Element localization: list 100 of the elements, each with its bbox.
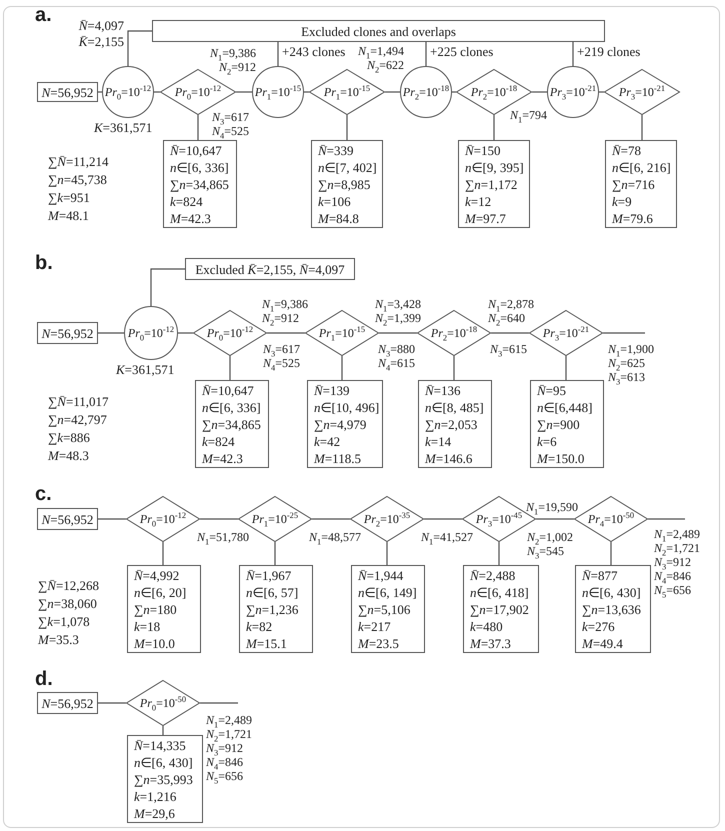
result-line: M=29,6 bbox=[134, 804, 175, 822]
result-line: M=42.3 bbox=[202, 450, 243, 466]
connector-line bbox=[424, 518, 462, 520]
result-line: N̄=10,647 bbox=[202, 382, 254, 398]
result-box bbox=[239, 565, 313, 653]
result-box bbox=[307, 380, 383, 468]
count-label: N$_{1}$=3,428 bbox=[375, 297, 421, 311]
population-label: N=56,952 bbox=[42, 84, 94, 100]
result-line: ∑n=17,902 bbox=[470, 600, 529, 618]
threshold-label: Pr$_{0}$=10$^{-12}$ bbox=[206, 324, 254, 342]
panel-letter: c. bbox=[35, 483, 52, 505]
count-label: N$_{1}$=19,590 bbox=[526, 500, 578, 514]
threshold-label: Pr$_{4}$=10$^{-50}$ bbox=[588, 510, 634, 528]
count-label: N$_{1}$=1,900 bbox=[608, 342, 654, 356]
result-line: n∈[6, 430] bbox=[134, 754, 193, 770]
count-label: N$_{4}$=525 bbox=[212, 124, 249, 138]
result-line: n∈[6, 336] bbox=[202, 398, 261, 416]
input-box bbox=[37, 508, 98, 530]
exclusion-box bbox=[185, 258, 355, 280]
result-line: M=146.6 bbox=[425, 450, 472, 466]
result-box bbox=[127, 565, 201, 653]
beside-label: K=361,571 bbox=[94, 120, 152, 136]
summary-label: ∑k=1,078 bbox=[38, 613, 91, 631]
result-line: n∈[7, 402] bbox=[318, 158, 377, 176]
count-label: N$_{4}$=525 bbox=[263, 356, 300, 370]
result-line: ∑n=1,172 bbox=[465, 176, 518, 192]
connector-line bbox=[127, 30, 152, 66]
result-line: N̄=877 bbox=[582, 566, 618, 584]
result-line: ∑n=900 bbox=[537, 416, 580, 432]
threshold-label: Pr$_{0}$=10$^{-12}$ bbox=[104, 84, 152, 100]
filter-circle bbox=[124, 306, 178, 360]
count-label: N$_{3}$=880 bbox=[378, 342, 415, 356]
decision-diamond bbox=[529, 310, 603, 356]
exclusion-title: Excluded K̄=2,155, N̄=4,097 bbox=[195, 260, 345, 278]
result-line: ∑n=34,865 bbox=[202, 416, 261, 432]
result-line: M=37.3 bbox=[470, 634, 511, 652]
result-line: M=49.4 bbox=[582, 634, 623, 652]
count-label: N$_{1}$=1,494 bbox=[357, 44, 404, 58]
connector-line bbox=[200, 518, 238, 520]
result-line: n∈[6, 216] bbox=[612, 158, 671, 176]
result-line: k=18 bbox=[134, 618, 160, 634]
connector-line bbox=[603, 332, 645, 334]
threshold-label: Pr$_{3}$=10$^{-21}$ bbox=[550, 84, 596, 100]
result-line: ∑n=1,236 bbox=[246, 600, 298, 618]
count-label: N$_{1}$=2,878 bbox=[488, 297, 534, 311]
count-label: N$_{2}$=625 bbox=[608, 356, 646, 370]
exclusion-title: Excluded clones and overlaps bbox=[301, 22, 456, 40]
result-line: M=10.0 bbox=[134, 634, 175, 652]
threshold-label: Pr$_{2}$=10$^{-18}$ bbox=[470, 84, 518, 100]
decision-diamond bbox=[309, 69, 385, 115]
summary-label: ∑N̄=11,017 bbox=[48, 393, 109, 411]
count-label: N$_{1}$=41,527 bbox=[421, 530, 473, 544]
result-line: M=42.3 bbox=[170, 210, 211, 226]
connector-line bbox=[536, 518, 574, 520]
count-label: N$_{2}$=622 bbox=[367, 58, 404, 72]
result-line: M=79.6 bbox=[612, 210, 653, 226]
result-line: N̄=150 bbox=[465, 142, 501, 158]
result-line: k=217 bbox=[358, 618, 391, 634]
connector-line bbox=[178, 332, 193, 334]
result-line: k=106 bbox=[318, 192, 351, 210]
count-label: N$_{5}$=656 bbox=[206, 769, 244, 783]
summary-label: ∑n=42,797 bbox=[48, 411, 108, 429]
summary-label: M=35.3 bbox=[38, 631, 80, 649]
count-label: N$_{1}$=51,780 bbox=[197, 530, 249, 544]
connector-line bbox=[565, 356, 567, 380]
connector-line bbox=[425, 42, 427, 66]
result-line: n∈[6, 57] bbox=[246, 584, 298, 600]
connector-line bbox=[312, 518, 350, 520]
connector-line bbox=[150, 268, 185, 306]
result-line: k=824 bbox=[170, 192, 203, 210]
result-line: k=42 bbox=[314, 432, 340, 450]
result-line: ∑n=13,636 bbox=[582, 600, 641, 618]
population-label: N=56,952 bbox=[42, 694, 94, 712]
connector-line bbox=[379, 332, 417, 334]
count-label: N$_{2}$=1,002 bbox=[527, 530, 573, 544]
count-label: N$_{3}$=615 bbox=[490, 342, 527, 356]
connector-line bbox=[610, 542, 612, 565]
count-label: N$_{3}$=912 bbox=[206, 741, 244, 755]
connector-line bbox=[162, 542, 164, 565]
summary-label: ∑k=951 bbox=[48, 189, 91, 207]
result-box bbox=[530, 380, 604, 468]
threshold-label: Pr$_{2}$=10$^{-18}$ bbox=[402, 84, 450, 100]
connector-line bbox=[341, 356, 343, 380]
count-label: N$_{1}$=2,489 bbox=[654, 527, 700, 541]
result-box bbox=[463, 565, 539, 653]
input-box bbox=[37, 82, 98, 102]
result-line: k=82 bbox=[246, 618, 272, 634]
count-label: N$_{2}$=1,721 bbox=[654, 541, 700, 555]
result-line: n∈[6, 336] bbox=[170, 158, 229, 176]
threshold-label: Pr$_{0}$=10$^{-50}$ bbox=[140, 694, 186, 712]
result-line: ∑n=180 bbox=[134, 600, 177, 618]
count-label: N$_{3}$=617 bbox=[263, 342, 300, 356]
connector-line bbox=[453, 356, 455, 380]
result-line: n∈[6, 430] bbox=[582, 584, 641, 600]
result-box bbox=[311, 140, 383, 228]
summary-label: ∑N̄=12,268 bbox=[38, 577, 100, 595]
connector-line bbox=[277, 42, 279, 66]
threshold-label: Pr$_{2}$=10$^{-18}$ bbox=[430, 324, 478, 342]
result-line: k=6 bbox=[537, 432, 557, 450]
threshold-label: Pr$_{0}$=10$^{-12}$ bbox=[174, 84, 222, 100]
